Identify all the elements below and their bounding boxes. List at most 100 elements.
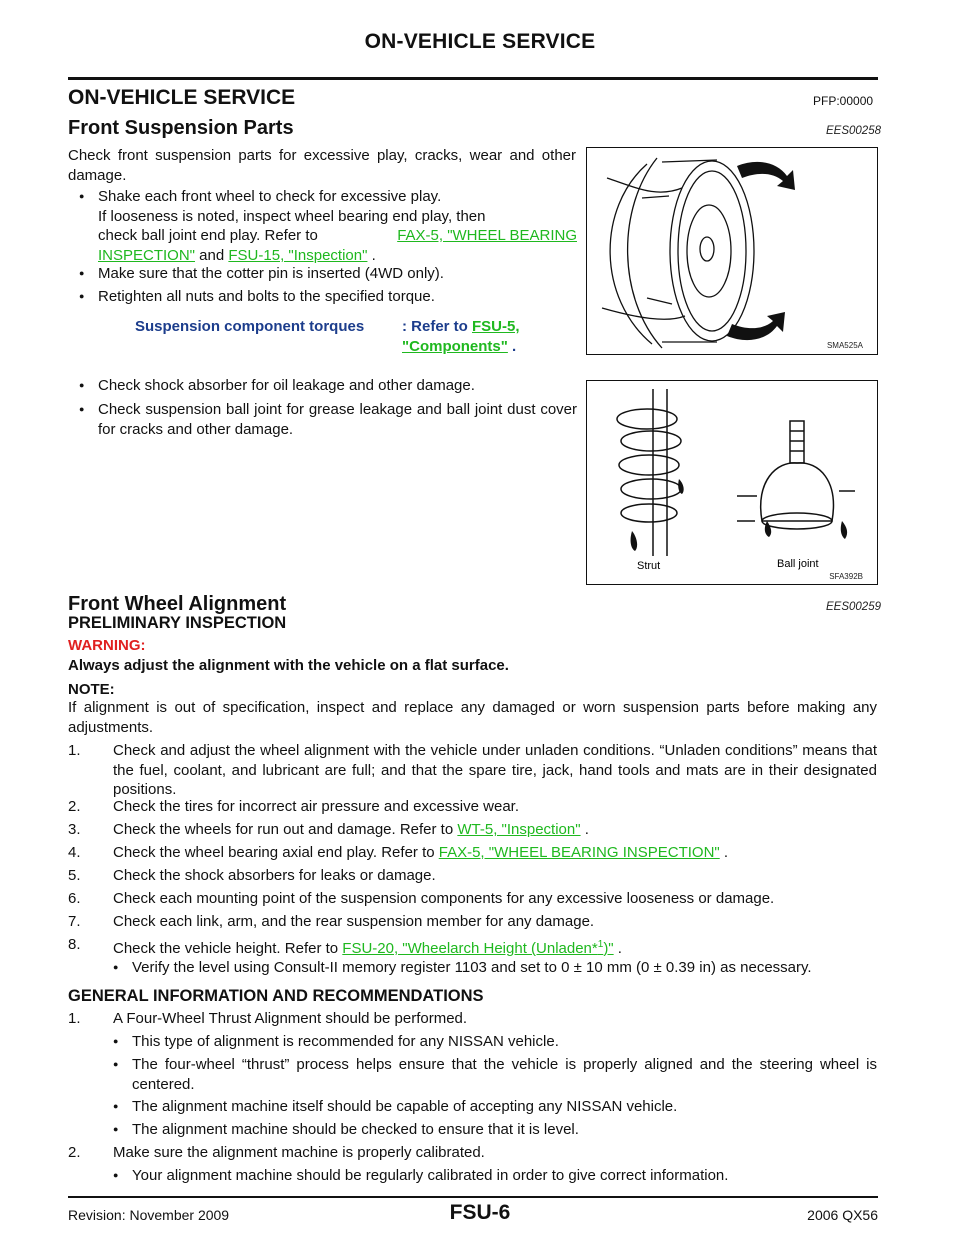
bullet-dot: ● xyxy=(113,1101,119,1111)
step-number: 2. xyxy=(68,1144,81,1161)
link-fsu15-inspection[interactable]: FSU-15, "Inspection" xyxy=(228,246,368,264)
step-number: 4. xyxy=(68,844,81,861)
bullet-text: The alignment machine should be checked … xyxy=(132,1121,579,1138)
step-number: 8. xyxy=(68,936,81,953)
front-suspension-intro: Check front suspension parts for excessi… xyxy=(68,147,576,184)
figure-wheel-play: SMA525A xyxy=(586,147,878,355)
bullet-text: The four-wheel “thrust” process helps en… xyxy=(132,1056,877,1093)
bullet-text: Check suspension ball joint for grease l… xyxy=(98,401,577,438)
link-fsu5-components-cont[interactable]: "Components" xyxy=(402,338,508,355)
bullet-text: This type of alignment is recommended fo… xyxy=(132,1033,559,1050)
note-label: NOTE: xyxy=(68,681,115,698)
step-text: . xyxy=(719,844,729,861)
general-step-2: 2. Make sure the alignment machine is pr… xyxy=(68,1143,877,1163)
bullet-text: and xyxy=(195,246,229,264)
bullet-retighten: ● Retighten all nuts and bolts to the sp… xyxy=(79,287,577,307)
page-number: FSU-6 xyxy=(449,1201,511,1224)
warning-label: WARNING: xyxy=(68,637,146,654)
bullet-cotter-pin: ● Make sure that the cotter pin is inser… xyxy=(79,264,577,284)
bullet-text: . xyxy=(367,246,376,264)
step-text: Check and adjust the wheel alignment wit… xyxy=(113,742,877,798)
footer-model: 2006 QX56 xyxy=(807,1207,878,1223)
link-fax5-wheel-bearing-cont[interactable]: INSPECTION" xyxy=(98,246,196,264)
step-text: Check the tires for incorrect air pressu… xyxy=(113,798,520,815)
strut-ball-joint-illustration: Strut Ball joint xyxy=(616,389,855,572)
step-text: Make sure the alignment machine is prope… xyxy=(113,1144,485,1161)
footer-revision: Revision: November 2009 xyxy=(68,1207,230,1223)
step-number: 3. xyxy=(68,821,81,838)
torque-refer-text: : Refer to xyxy=(402,318,473,335)
step-5: 5. Check the shock absorbers for leaks o… xyxy=(68,866,877,886)
general-bullet-1: ● This type of alignment is recommended … xyxy=(113,1032,877,1052)
bullet-text: The alignment machine itself should be c… xyxy=(132,1098,678,1115)
step-3: 3. Check the wheels for run out and dama… xyxy=(68,820,877,840)
bullet-dot: ● xyxy=(79,268,85,278)
bullet-dot: ● xyxy=(79,291,85,301)
step-7: 7. Check each link, arm, and the rear su… xyxy=(68,912,877,932)
link-wt5-inspection[interactable]: WT-5, "Inspection" xyxy=(457,821,581,838)
preliminary-inspection-heading: PRELIMINARY INSPECTION xyxy=(68,614,287,632)
bullet-dot: ● xyxy=(113,1059,119,1069)
section-code: PFP:00000 xyxy=(813,94,874,108)
bullet-shake-wheel: ● Shake each front wheel to check for ex… xyxy=(79,187,577,267)
bullet-dot: ● xyxy=(113,1124,119,1134)
step-6: 6. Check each mounting point of the susp… xyxy=(68,889,877,909)
bullet-dot: ● xyxy=(79,404,85,414)
general-step-1: 1. A Four-Wheel Thrust Alignment should … xyxy=(68,1009,877,1029)
step-number: 2. xyxy=(68,798,81,815)
general-info-heading: GENERAL INFORMATION AND RECOMMENDATIONS xyxy=(68,987,484,1005)
bullet-ball-joint: ● Check suspension ball joint for grease… xyxy=(79,400,577,440)
note-text: If alignment is out of specification, in… xyxy=(68,699,877,736)
step-text: A Four-Wheel Thrust Alignment should be … xyxy=(113,1010,468,1027)
step-text: Check each link, arm, and the rear suspe… xyxy=(113,913,595,930)
section-title: ON-VEHICLE SERVICE xyxy=(68,86,296,109)
step-number: 1. xyxy=(68,1010,81,1027)
bullet-text: Verify the level using Consult-II memory… xyxy=(132,959,812,976)
link-fax5-wheel-bearing[interactable]: FAX-5, "WHEEL BEARING xyxy=(397,227,577,244)
link-fsu5-components[interactable]: FSU-5, xyxy=(472,318,520,335)
wheel-illustration xyxy=(601,157,795,349)
step-text: Check the wheels for run out and damage.… xyxy=(113,821,458,838)
step-8-bullet: ● Verify the level using Consult-II memo… xyxy=(113,958,877,978)
bullet-dot: ● xyxy=(79,380,85,390)
torque-refer-cont: "Components" . xyxy=(402,337,516,357)
front-suspension-title: Front Suspension Parts xyxy=(68,117,294,139)
step-number: 5. xyxy=(68,867,81,884)
front-suspension-code: EES00258 xyxy=(826,125,881,137)
general-bullet-4: ● The alignment machine should be checke… xyxy=(113,1120,877,1140)
torque-label: Suspension component torques xyxy=(135,318,365,335)
bullet-dot: ● xyxy=(79,191,85,201)
bullet-dot: ● xyxy=(113,1170,119,1180)
bullet-text: Check shock absorber for oil leakage and… xyxy=(98,377,475,394)
step-1: 1. Check and adjust the wheel alignment … xyxy=(68,741,877,801)
bullet-dot: ● xyxy=(113,1036,119,1046)
link-fax5-wheel-bearing-inspection[interactable]: FAX-5, "WHEEL BEARING INSPECTION" xyxy=(438,844,720,861)
step-number: 1. xyxy=(68,742,81,759)
label-ball-joint: Ball joint xyxy=(777,558,819,570)
general-bullet-3: ● The alignment machine itself should be… xyxy=(113,1097,877,1117)
bullet-text: Retighten all nuts and bolts to the spec… xyxy=(98,288,435,305)
running-header: ON-VEHICLE SERVICE xyxy=(364,30,596,53)
link-fsu20-wheelarch-height[interactable]: FSU-20, "Wheelarch Height (Unladen*1)" xyxy=(342,939,613,957)
general-bullet-5: ● Your alignment machine should be regul… xyxy=(113,1166,877,1186)
label-strut: Strut xyxy=(637,560,660,572)
step-8: 8. Check the vehicle height. Refer to FS… xyxy=(68,935,877,957)
step-text: Check each mounting point of the suspens… xyxy=(113,890,775,907)
step-number: 7. xyxy=(68,913,81,930)
step-2: 2. Check the tires for incorrect air pre… xyxy=(68,797,877,817)
torque-refer: : Refer to FSU-5, xyxy=(402,317,520,337)
step-text: Check the wheel bearing axial end play. … xyxy=(113,844,439,861)
step-text: . xyxy=(580,821,589,838)
warning-text: Always adjust the alignment with the veh… xyxy=(68,657,509,674)
bullet-dot: ● xyxy=(113,962,119,972)
torque-end-text: . xyxy=(507,338,517,355)
general-bullet-2: ● The four-wheel “thrust” process helps … xyxy=(113,1055,877,1095)
header-rule xyxy=(68,77,878,80)
bullet-text: If looseness is noted, inspect wheel bea… xyxy=(98,207,486,225)
step-text: . xyxy=(613,940,622,957)
bullet-text: Make sure that the cotter pin is inserte… xyxy=(98,265,444,282)
step-text: Check the vehicle height. Refer to xyxy=(113,940,343,957)
figure-strut-ball-joint: Strut Ball joint SFA392B xyxy=(586,380,878,585)
footer-rule xyxy=(68,1196,878,1198)
step-text: Check the shock absorbers for leaks or d… xyxy=(113,867,436,884)
